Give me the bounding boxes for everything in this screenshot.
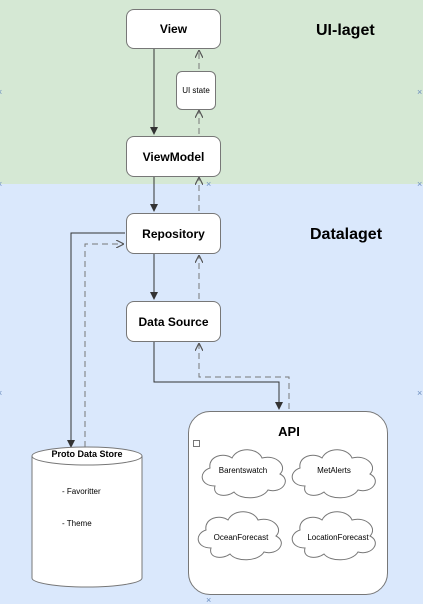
cloud-label-locationforecast: LocationForecast — [307, 533, 369, 542]
edge-repository-store — [67, 232, 125, 448]
view-node: View — [126, 9, 221, 49]
layer-marker: × — [0, 180, 2, 189]
cloud-label-metalerts: MetAlerts — [317, 466, 351, 475]
repository-node: Repository — [126, 213, 221, 254]
edge-datasource-api — [153, 342, 283, 410]
cloud-metalerts — [291, 449, 376, 499]
api-container: API — [188, 411, 388, 595]
layer-marker: × — [417, 87, 423, 97]
layer-marker: × — [0, 88, 2, 97]
layer-marker: × — [0, 389, 2, 398]
ui-state-node: UI state — [176, 71, 216, 110]
cloud-label-oceanforecast: OceanForecast — [213, 533, 269, 542]
cloud-locationforecast — [291, 511, 376, 561]
ui-layer-title: UI-laget — [316, 22, 375, 39]
cloud-label-barentswatch: Barentswatch — [218, 466, 268, 475]
viewmodel-node: ViewModel — [126, 136, 221, 177]
data-store-title: Proto Data Store — [51, 449, 123, 459]
data-store-item: - Theme — [62, 519, 92, 528]
layer-marker: × — [417, 179, 423, 189]
cloud-oceanforecast — [197, 511, 282, 561]
edge-store-repository — [84, 244, 123, 447]
api-title: API — [278, 424, 300, 439]
data-layer-title: Datalaget — [310, 226, 383, 243]
layer-marker: × — [206, 179, 212, 189]
layer-marker: × — [206, 595, 212, 605]
cloud-barentswatch — [201, 449, 286, 499]
layer-marker: × — [417, 388, 423, 398]
edge-api-datasource — [199, 344, 290, 409]
data-source-node: Data Source — [126, 301, 221, 342]
collapse-icon — [193, 440, 200, 447]
data-store-item: - Favoritter — [62, 487, 101, 496]
